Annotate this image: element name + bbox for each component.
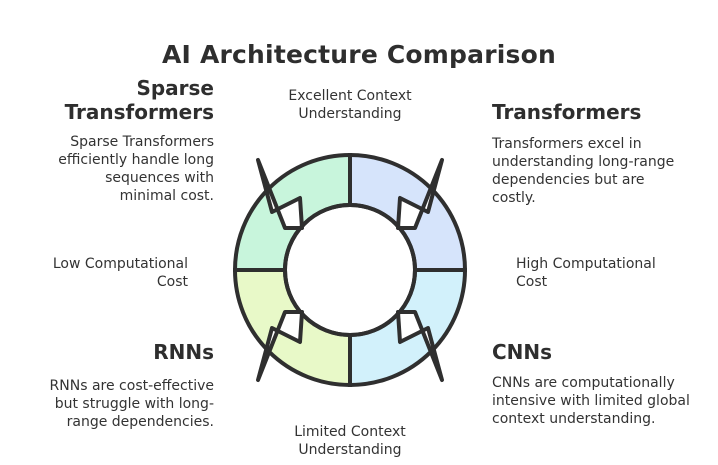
rnns-description: RNNs are cost-effective but struggle wit… xyxy=(49,378,214,430)
cnns-heading: CNNs xyxy=(492,340,553,364)
axis-bottom-label: Limited Context Understanding xyxy=(294,424,406,458)
arrow-head-top-left xyxy=(256,158,304,230)
axis-left-label: Low Computational Cost xyxy=(52,256,188,290)
arrow-head-bottom-right xyxy=(396,310,444,382)
sparse-transformers-heading: Sparse Transformers xyxy=(64,76,214,124)
cnns-description: CNNs are computationally intensive with … xyxy=(492,375,690,427)
arrow-head-top-right xyxy=(396,158,444,230)
diagram-title: AI Architecture Comparison xyxy=(162,40,556,69)
axis-top-label: Excellent Context Understanding xyxy=(288,88,412,122)
arrow-head-bottom-left xyxy=(256,310,304,382)
rnns-heading: RNNs xyxy=(153,340,214,364)
transformers-heading: Transformers xyxy=(492,100,642,124)
sparse-transformers-description: Sparse Transformers efficiently handle l… xyxy=(58,134,214,204)
axis-right-label: High Computational Cost xyxy=(516,256,656,290)
transformers-description: Transformers excel in understanding long… xyxy=(492,136,675,206)
